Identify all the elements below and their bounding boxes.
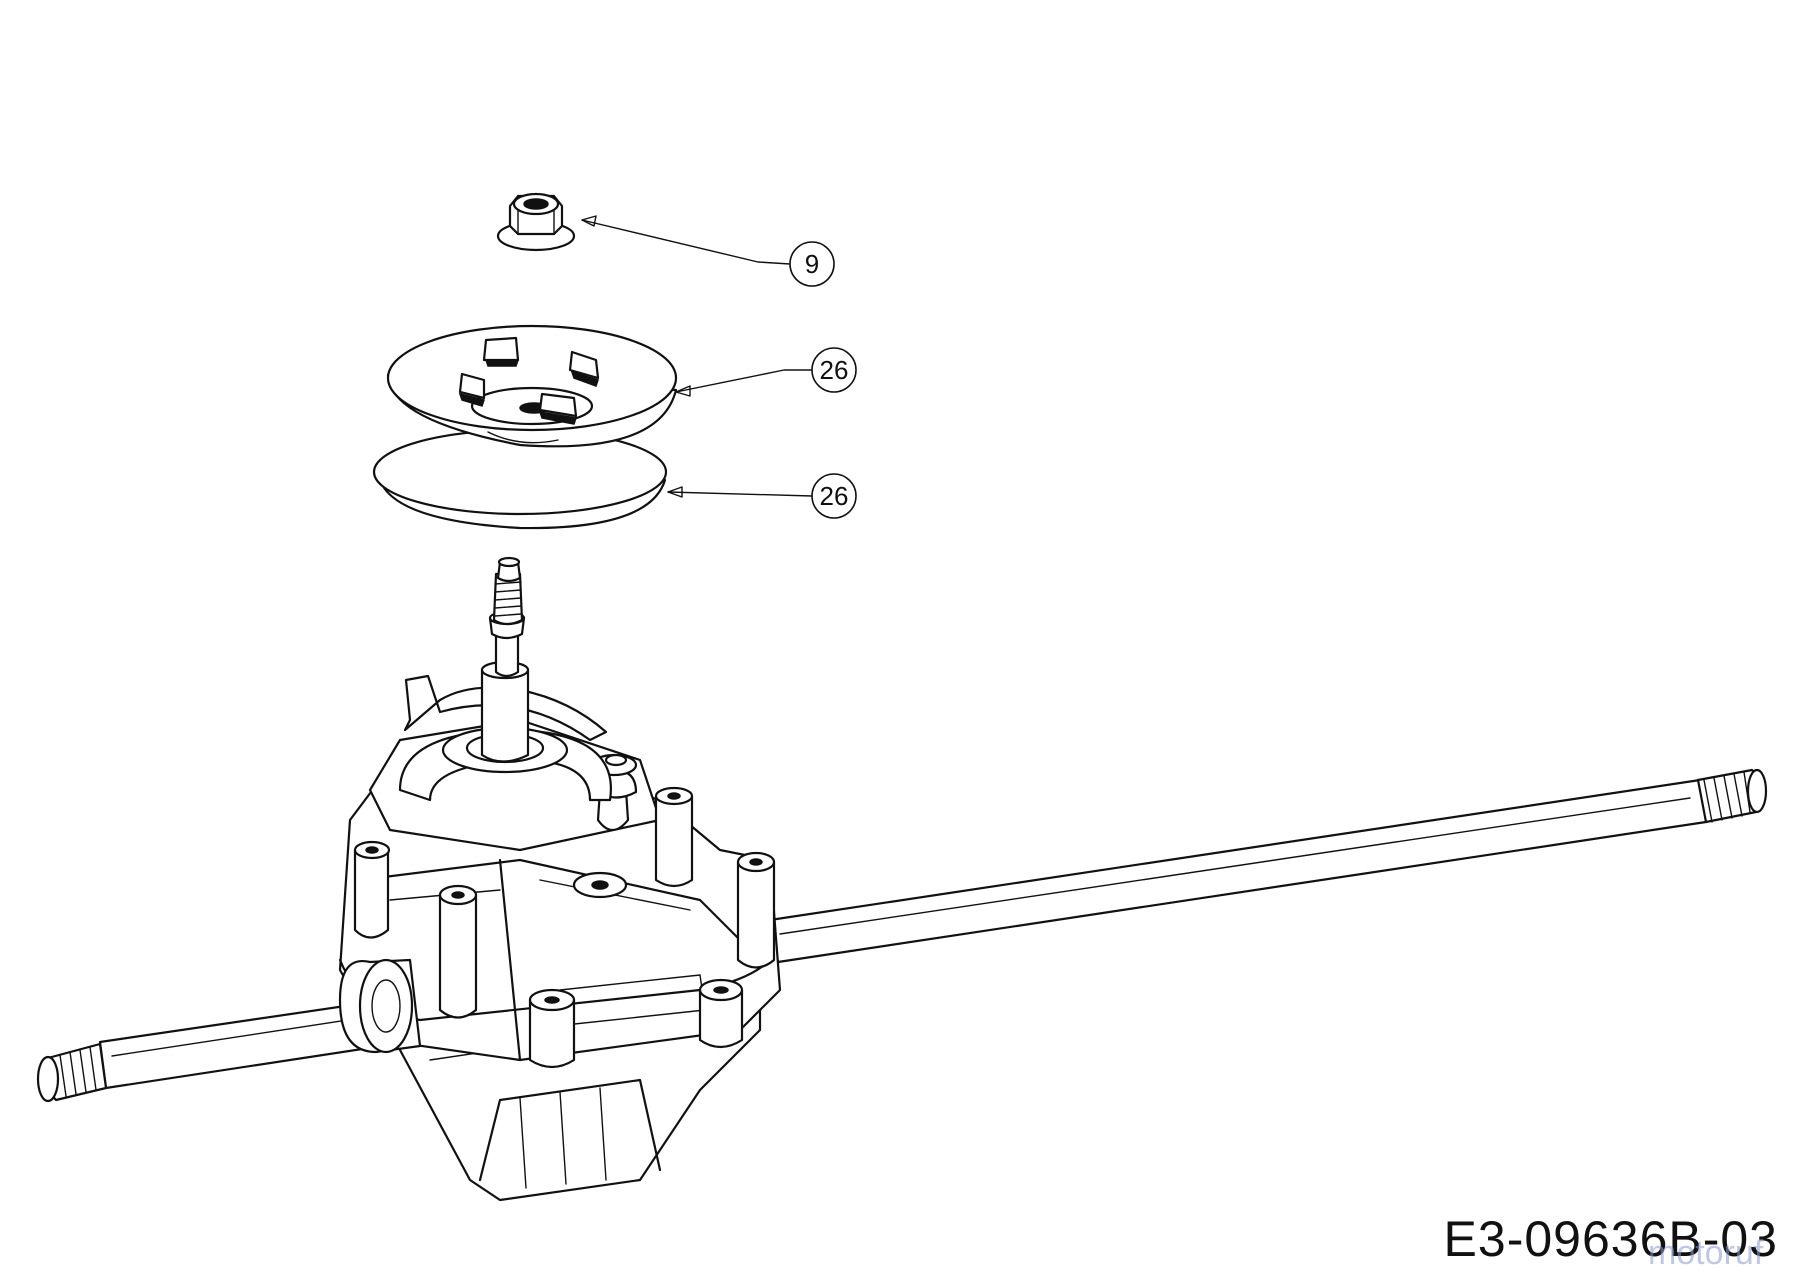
left-spline-end: [36, 1042, 108, 1103]
right-spline-end: [1696, 768, 1768, 824]
axle-shaft: [98, 778, 1708, 1090]
callout-leaders: [581, 215, 813, 498]
input-shaft: [480, 556, 530, 763]
drawing-number: E3-09636B-03: [1443, 1211, 1778, 1267]
left-axle-hub: [338, 958, 422, 1054]
flange-nut: [496, 192, 576, 252]
callout-26-upper-label: 26: [820, 355, 849, 385]
pulley-half-upper: [386, 324, 678, 448]
housing-posts: [353, 786, 776, 1069]
callout-26-lower-label: 26: [820, 481, 849, 511]
callout-9: 9: [789, 241, 835, 287]
callout-9-label: 9: [805, 249, 819, 279]
callout-26-upper: 26: [811, 347, 857, 393]
pulley-half-lower: [372, 428, 668, 530]
callout-26-lower: 26: [811, 473, 857, 519]
watermark: motoruf: [1648, 1234, 1764, 1272]
